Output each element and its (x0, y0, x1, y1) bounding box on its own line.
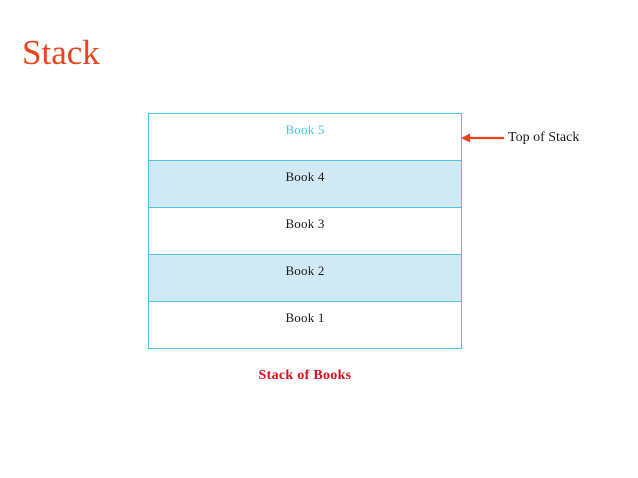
diagram-caption: Stack of Books (258, 368, 352, 383)
stack-cell-label: Book 1 (285, 310, 325, 325)
stack-cell-book-1: Book 1 (148, 301, 462, 349)
stack-cell-label: Book 4 (285, 169, 325, 184)
stack-cell-label: Book 3 (285, 216, 325, 231)
stack-cell-book-5: Book 5 (148, 113, 462, 161)
stack-cell-book-2: Book 2 (148, 254, 462, 302)
stack-cell-book-3: Book 3 (148, 207, 462, 255)
stack-cell-book-4: Book 4 (148, 160, 462, 208)
top-of-stack-annotation: Top of Stack (458, 126, 638, 152)
left-arrow-icon (461, 133, 504, 143)
stack-cell-label: Book 5 (285, 122, 325, 137)
stack-diagram: Book 5 Book 4 Book 3 Book 2 Book 1 (148, 113, 462, 353)
stack-cell-label: Book 2 (285, 263, 325, 278)
top-of-stack-label: Top of Stack (508, 130, 580, 145)
page-title: Stack (22, 33, 100, 72)
